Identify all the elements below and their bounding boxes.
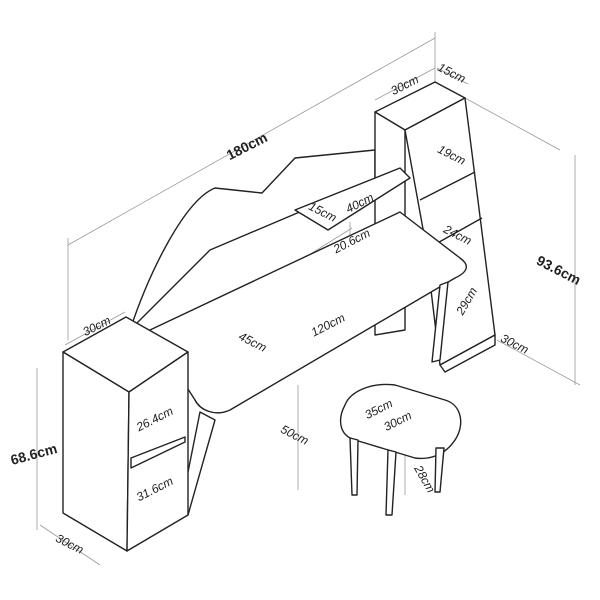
small-shelf — [294, 167, 411, 231]
back-panel — [129, 149, 376, 331]
furniture-outline — [62, 81, 496, 552]
dim-tower-width — [374, 67, 436, 101]
dim-180 — [67, 37, 436, 246]
stool-top — [339, 383, 462, 460]
desk-top — [149, 211, 467, 414]
